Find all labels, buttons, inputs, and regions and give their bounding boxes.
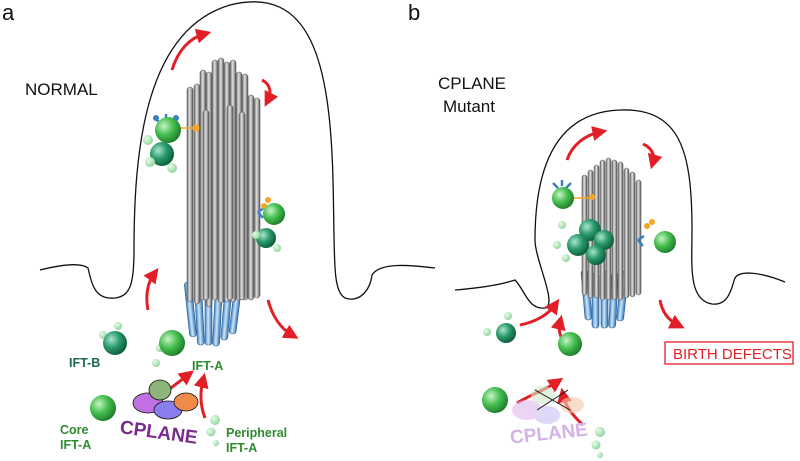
arrow-base-entry-b bbox=[519, 298, 560, 327]
arrow-exit-defects bbox=[658, 299, 685, 329]
label-ift-a: IFT-A bbox=[192, 359, 223, 373]
label-peripheral-line2: IFT-A bbox=[226, 441, 257, 455]
arrow-base-exit bbox=[266, 299, 299, 339]
core-ift-a-b bbox=[482, 387, 508, 413]
panel-letter-b: b bbox=[408, 0, 420, 25]
panel-b: b CPLANE Mutant bbox=[408, 0, 794, 458]
ift-a-complex-b bbox=[558, 332, 582, 356]
label-core-line2: IFT-A bbox=[60, 438, 91, 452]
ift-train-upper-left bbox=[143, 114, 200, 173]
ift-train-right bbox=[252, 197, 285, 252]
arrow-base-entry bbox=[143, 267, 159, 311]
cplane-complex-b bbox=[512, 386, 584, 424]
arrow-cplane-2 bbox=[193, 372, 209, 419]
cilium-membrane-b bbox=[454, 109, 786, 309]
arrow-retrograde-tip bbox=[261, 78, 279, 107]
label-ift-b: IFT-B bbox=[69, 356, 100, 370]
arrow-retrograde-tip-b bbox=[642, 142, 663, 170]
label-birth-defects: BIRTH DEFECTS bbox=[673, 346, 792, 363]
condition-label-mutant: Mutant bbox=[443, 97, 495, 116]
label-cplane-a: CPLANE bbox=[119, 417, 199, 449]
birth-defects-box: BIRTH DEFECTS bbox=[664, 341, 794, 365]
condition-label-normal: NORMAL bbox=[25, 80, 98, 99]
arrow-anterograde-top bbox=[170, 28, 212, 71]
peripheral-ift-a bbox=[206, 415, 220, 446]
ift-a-complex bbox=[152, 330, 185, 367]
peripheral-ift-a-b bbox=[591, 427, 605, 458]
ift-train-right-b bbox=[637, 219, 676, 253]
ift-b-complex-b bbox=[483, 312, 516, 343]
cplane-complex-a bbox=[132, 379, 199, 420]
cilium-membrane-a bbox=[39, 1, 436, 300]
ift-train-upper-left-b bbox=[552, 180, 595, 209]
core-ift-a bbox=[90, 395, 116, 421]
ift-b-complex bbox=[99, 322, 127, 355]
cplane-cross-mark bbox=[534, 389, 571, 411]
panel-a: a NORMAL bbox=[2, 0, 436, 455]
axoneme-a bbox=[186, 57, 261, 308]
label-peripheral-line1: Peripheral bbox=[226, 426, 287, 440]
accumulated-ift-cluster bbox=[553, 219, 614, 265]
panel-letter-a: a bbox=[2, 0, 15, 25]
label-core-line1: Core bbox=[60, 423, 89, 437]
condition-label-cplane: CPLANE bbox=[438, 74, 506, 93]
arrow-anterograde-top-b bbox=[565, 126, 608, 161]
label-cplane-b: CPLANE bbox=[509, 420, 589, 449]
